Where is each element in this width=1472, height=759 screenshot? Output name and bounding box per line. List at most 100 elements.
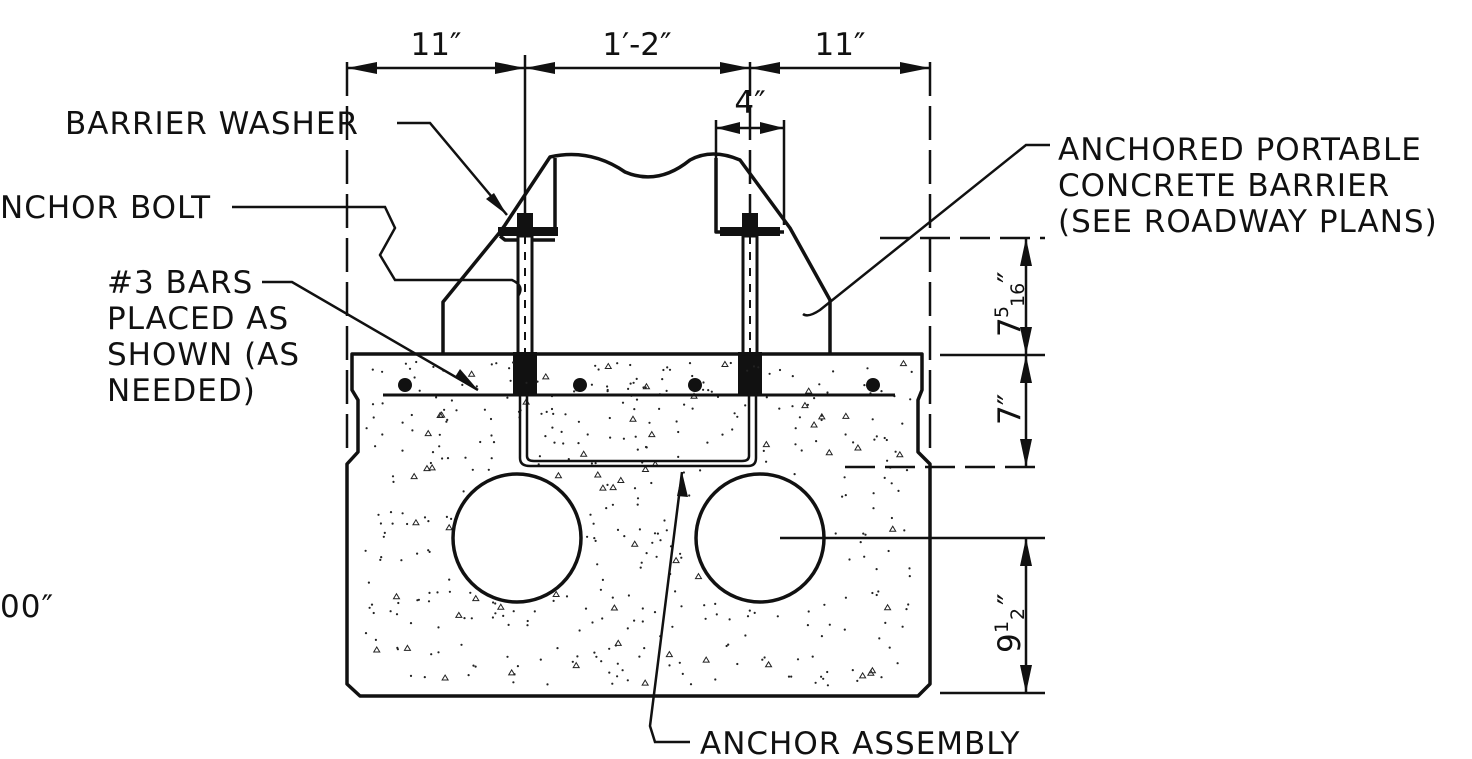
stipple-dot bbox=[377, 513, 380, 516]
aggregate-mark bbox=[496, 603, 505, 610]
stipple-dot bbox=[594, 462, 597, 465]
stipple-dot bbox=[828, 623, 831, 626]
stipple-dot bbox=[564, 413, 567, 416]
stipple-dot bbox=[908, 575, 911, 578]
extension-lines bbox=[345, 62, 932, 455]
stipple-dot bbox=[374, 445, 377, 448]
stipple-dot bbox=[814, 681, 817, 684]
extension-lines-solid bbox=[523, 55, 786, 225]
stipple-dot bbox=[901, 625, 904, 628]
aggregate-mark bbox=[410, 472, 419, 480]
stipple-dot bbox=[872, 507, 875, 510]
stipple-dot bbox=[778, 407, 781, 410]
stipple-dot bbox=[427, 600, 431, 603]
stipple-dot bbox=[703, 604, 706, 607]
stipple-dot bbox=[406, 522, 409, 526]
stipple-dot bbox=[428, 591, 431, 595]
stipple-dot bbox=[691, 374, 694, 378]
stipple-dot bbox=[791, 375, 794, 378]
stipple-dot bbox=[483, 408, 486, 411]
stipple-dot bbox=[560, 430, 563, 433]
stipple-dot bbox=[600, 660, 603, 663]
stipple-dot bbox=[683, 403, 686, 406]
stipple-dot bbox=[512, 610, 515, 613]
stipple-dot bbox=[908, 567, 911, 570]
stipple-dot bbox=[599, 588, 603, 591]
stipple-dot bbox=[622, 437, 626, 440]
aggregate-mark bbox=[424, 429, 433, 437]
stipple-dot bbox=[662, 368, 665, 372]
stipple-dot bbox=[464, 456, 467, 459]
stipple-dot bbox=[905, 469, 909, 472]
stipple-dot bbox=[910, 370, 913, 373]
stipple-dot bbox=[623, 535, 626, 538]
stipple-dot bbox=[596, 563, 599, 566]
stipple-dot bbox=[793, 473, 796, 476]
stipple-dot bbox=[492, 601, 495, 604]
stipple-dot bbox=[872, 492, 875, 495]
stipple-dot bbox=[729, 361, 732, 365]
aggregate-mark bbox=[609, 483, 618, 491]
dim-barrier-height-den: 16 bbox=[1007, 283, 1029, 307]
stipple-dot bbox=[752, 365, 756, 368]
stipple-dot bbox=[848, 558, 851, 561]
dim-barrier-height-unit: ″ bbox=[992, 271, 1028, 283]
stipple-dot bbox=[382, 535, 385, 538]
stipple-dot bbox=[843, 628, 846, 631]
dim-void-whole: 9 bbox=[992, 633, 1028, 653]
dim-deck-depth-text: 7″ bbox=[992, 394, 1028, 425]
stipple-dot bbox=[621, 669, 624, 672]
stipple-dot bbox=[710, 390, 713, 393]
stipple-dot bbox=[651, 541, 654, 544]
stipple-dot bbox=[381, 433, 384, 436]
stipple-dot bbox=[634, 435, 637, 438]
stipple-dot bbox=[463, 617, 466, 620]
stipple-dot bbox=[544, 435, 547, 438]
aggregate-mark bbox=[441, 674, 449, 681]
stipple-dot bbox=[538, 455, 542, 458]
aggregate-mark bbox=[895, 450, 904, 458]
stipple-dot bbox=[677, 455, 680, 458]
dim-void: 9 1 2 ″ bbox=[991, 593, 1029, 653]
aggregate-mark bbox=[423, 464, 431, 472]
stipple-dot bbox=[702, 381, 705, 384]
stipple-dot bbox=[640, 561, 643, 564]
aggregate-mark bbox=[599, 484, 607, 491]
stipple-dot bbox=[611, 596, 614, 599]
stipple-dot bbox=[815, 440, 818, 443]
stipple-dot bbox=[707, 389, 710, 392]
stipple-dot bbox=[401, 449, 404, 452]
stipple-dot bbox=[443, 408, 446, 411]
stipple-dot bbox=[491, 616, 494, 619]
stipple-dot bbox=[629, 382, 632, 385]
aggregate-mark bbox=[825, 448, 834, 456]
stipple-dot bbox=[890, 482, 893, 485]
stipple-dot bbox=[494, 602, 497, 605]
stipple-dot bbox=[643, 647, 646, 650]
stipple-dot bbox=[644, 445, 648, 449]
aggregate-mark bbox=[858, 671, 867, 679]
stipple-dot bbox=[595, 655, 598, 658]
stipple-dot bbox=[663, 519, 666, 522]
stipple-dot bbox=[762, 449, 765, 452]
stipple-dot bbox=[871, 591, 874, 595]
aggregate-mark bbox=[445, 523, 454, 531]
stipple-dot bbox=[811, 655, 814, 658]
aggregate-mark bbox=[372, 646, 381, 653]
label-edge-text: 00″ bbox=[0, 589, 54, 625]
dim-void-num: 1 bbox=[991, 621, 1013, 633]
stipple-dot bbox=[636, 497, 640, 500]
stipple-dot bbox=[841, 495, 844, 498]
stipple-dot bbox=[436, 591, 439, 594]
aggregate-mark bbox=[604, 362, 613, 370]
stipple-dot bbox=[606, 483, 609, 486]
stipple-dot bbox=[397, 601, 400, 605]
aggregate-mark bbox=[454, 611, 463, 618]
stipple-dot bbox=[408, 367, 412, 370]
stipple-dot bbox=[727, 643, 730, 646]
stipple-dot bbox=[551, 426, 554, 429]
aggregate-mark bbox=[721, 360, 729, 368]
stipple-dot bbox=[674, 590, 677, 593]
stipple-dot bbox=[746, 369, 749, 372]
label-bars-line4: NEEDED) bbox=[107, 373, 256, 409]
